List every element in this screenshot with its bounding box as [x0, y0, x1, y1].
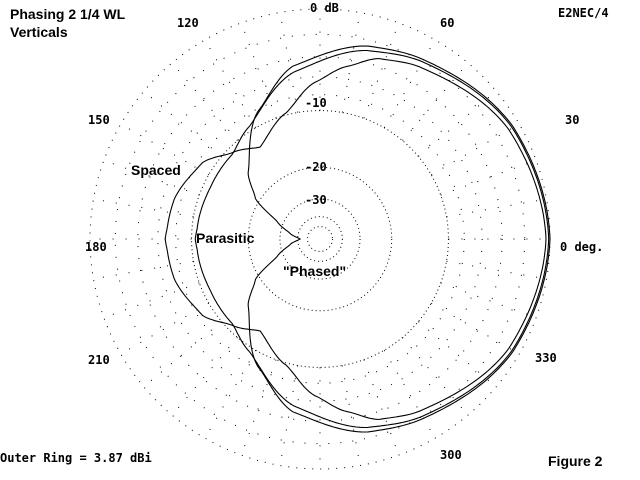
angle-label-180: 180 — [85, 240, 107, 254]
spoke — [171, 62, 238, 141]
series-label-phased: "Phased" — [283, 263, 346, 279]
pattern-curves — [164, 45, 551, 433]
spoke — [418, 321, 497, 388]
spoke — [446, 198, 547, 218]
series-label-spaced: Spaced — [131, 162, 181, 178]
spoke — [240, 359, 277, 456]
angle-label-150: 150 — [88, 113, 110, 127]
ring-label-minus30: -30 — [305, 193, 327, 207]
spoke — [93, 198, 194, 218]
spoke — [440, 282, 537, 319]
spoke — [143, 90, 222, 157]
curve-spaced — [164, 57, 547, 421]
minor-ring — [137, 56, 503, 422]
spoke — [93, 260, 194, 280]
angle-label-30: 30 — [565, 113, 579, 127]
angle-label-0: 0 deg. — [560, 240, 603, 254]
spoke — [341, 365, 361, 466]
chart-subtitle: Verticals — [10, 24, 68, 40]
spoke — [171, 337, 238, 416]
chart-title: Phasing 2 1/4 WL — [10, 6, 126, 22]
spoke — [204, 39, 257, 129]
spoke — [446, 260, 547, 280]
spoke — [383, 349, 436, 439]
ring-40db — [297, 216, 343, 262]
curve-phased — [247, 45, 551, 433]
ring-20db — [247, 166, 393, 312]
angle-label-120: 120 — [177, 16, 199, 30]
ring-50db — [307, 226, 333, 252]
spoke — [430, 302, 520, 355]
ring-label-minus20: -20 — [305, 160, 327, 174]
spoke — [383, 39, 436, 129]
angle-label-300: 300 — [440, 448, 462, 462]
spoke — [440, 159, 537, 196]
ring-30db — [279, 198, 361, 280]
spoke — [363, 22, 400, 119]
angle-label-60: 60 — [440, 16, 454, 30]
ring-label-0db: 0 dB — [310, 1, 339, 15]
angle-label-330: 330 — [535, 351, 557, 365]
curve-parasitic — [194, 49, 550, 429]
spoke — [279, 365, 299, 466]
spoke — [143, 321, 222, 388]
minor-ring — [114, 33, 526, 445]
spoke — [120, 302, 210, 355]
spoke — [103, 282, 200, 319]
spoke — [279, 12, 299, 113]
spoke — [341, 12, 361, 113]
outer-ring-note: Outer Ring = 3.87 dBi — [0, 451, 152, 465]
spoke — [240, 22, 277, 119]
angle-label-210: 210 — [88, 353, 110, 367]
spoke — [363, 359, 400, 456]
figure-label: Figure 2 — [548, 453, 603, 469]
outer-ring — [89, 8, 551, 470]
ring-label-minus10: -10 — [305, 96, 327, 110]
series-label-parasitic: Parasitic — [196, 230, 255, 246]
grid — [89, 8, 551, 470]
program-label: E2NEC/4 — [558, 6, 609, 20]
spoke — [430, 123, 520, 176]
spoke — [418, 90, 497, 157]
spoke — [204, 349, 257, 439]
minor-ring — [175, 94, 465, 384]
minor-ring — [157, 76, 483, 402]
